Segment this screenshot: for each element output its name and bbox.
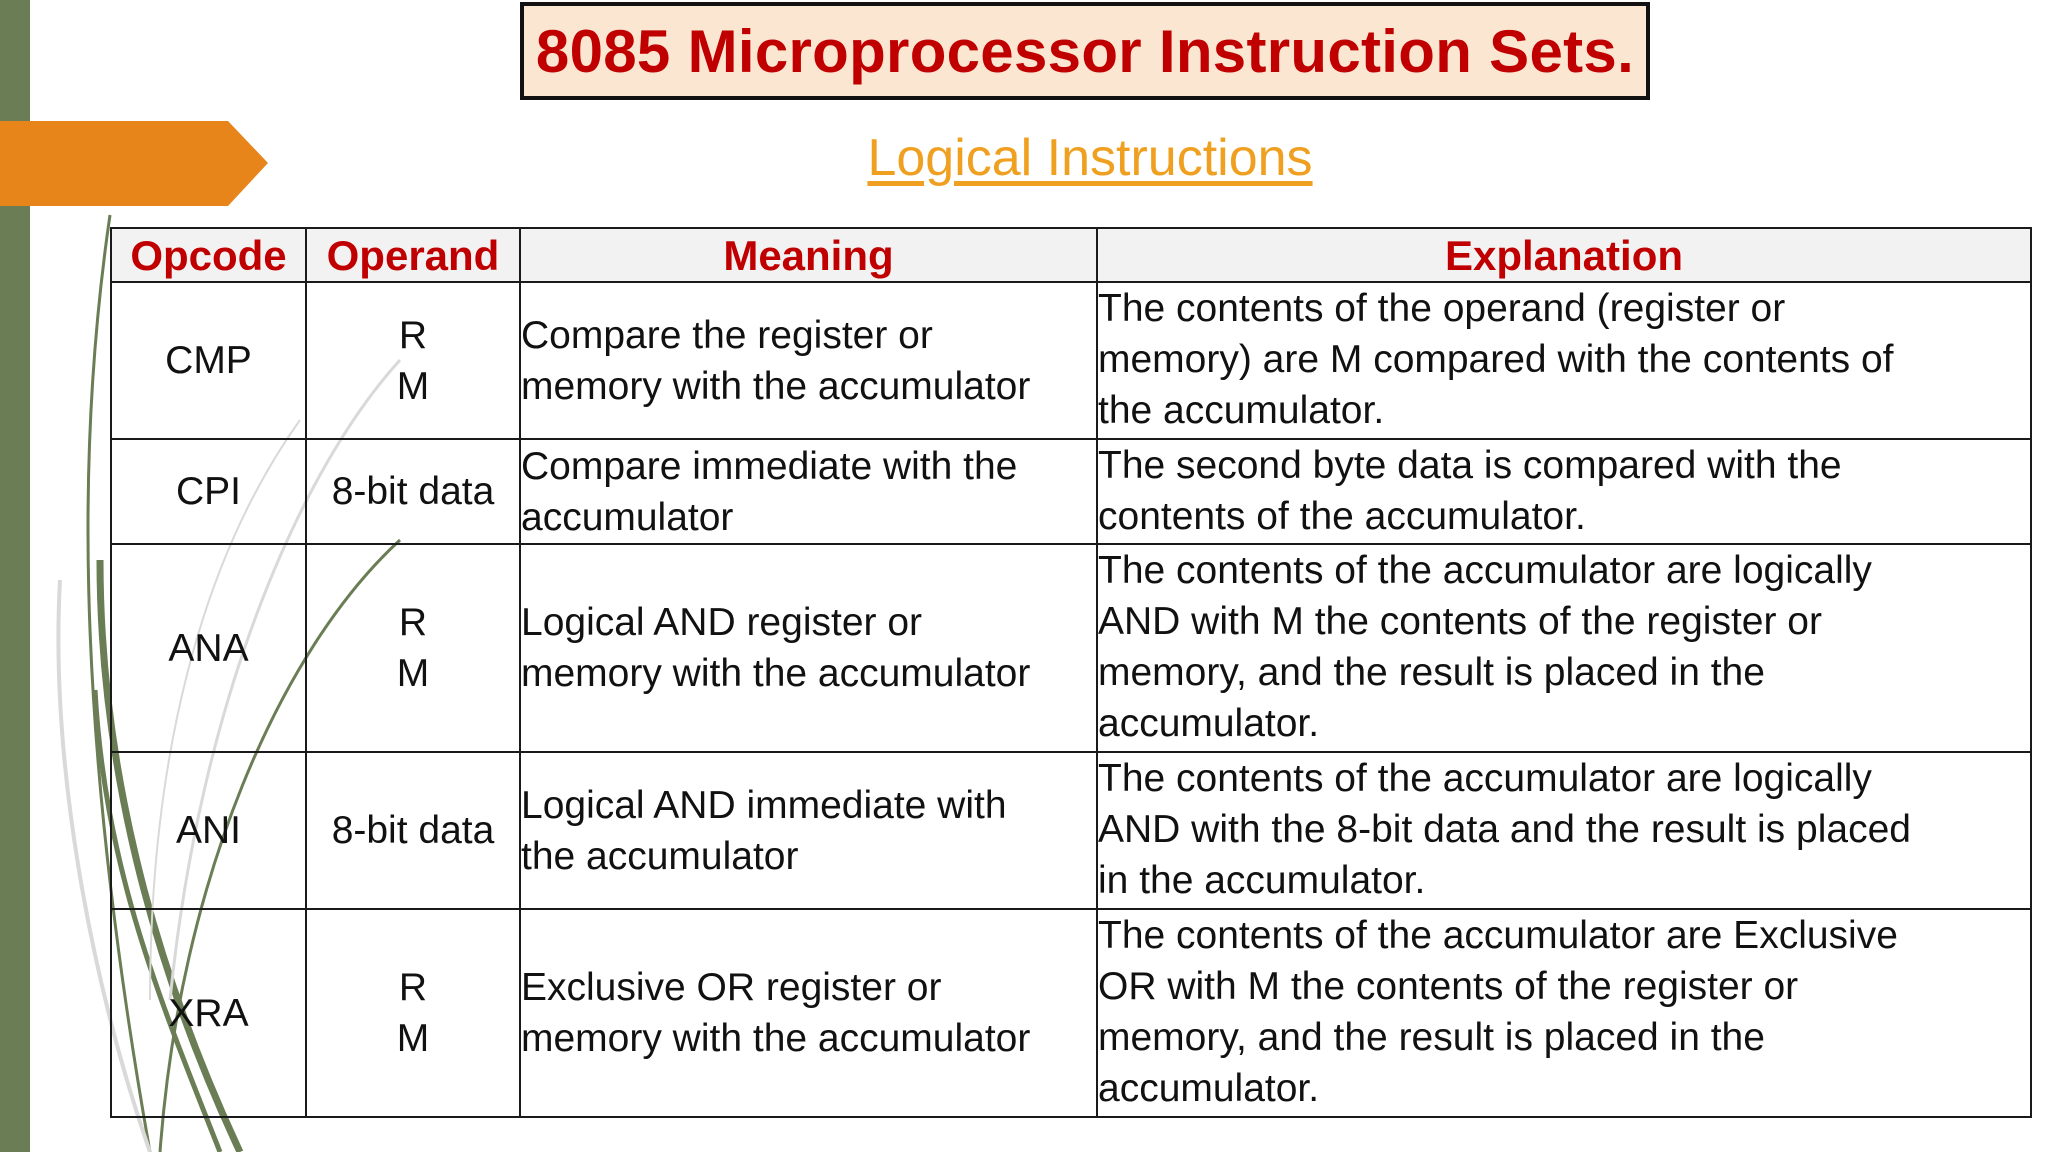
header-meaning: Meaning xyxy=(519,227,1098,283)
opcode-cell: ANI xyxy=(110,751,307,910)
operand-cell: R M xyxy=(305,281,521,440)
meaning-line: Logical AND immediate with xyxy=(521,783,1007,827)
explanation-line: accumulator. xyxy=(1098,702,1320,745)
explanation-line: AND with M the contents of the register … xyxy=(1098,600,1822,643)
operand-line: M xyxy=(396,652,430,695)
orange-arrow-shape xyxy=(0,121,268,206)
operand-cell: 8-bit data xyxy=(305,751,521,910)
table-row: CMP R M Compare the register or memory w… xyxy=(110,281,2032,440)
explanation-line: The contents of the operand (register or xyxy=(1098,287,1786,330)
explanation-cell: The contents of the operand (register or… xyxy=(1096,281,2032,440)
explanation-cell: The contents of the accumulator are Excl… xyxy=(1096,908,2032,1118)
explanation-line: OR with M the contents of the register o… xyxy=(1098,965,1799,1008)
meaning-line: Exclusive OR register or xyxy=(521,966,942,1009)
explanation-line: The contents of the accumulator are logi… xyxy=(1098,549,1872,592)
meaning-line: Compare immediate with the xyxy=(521,444,1018,488)
explanation-cell: The contents of the accumulator are logi… xyxy=(1096,751,2032,910)
explanation-line: the accumulator. xyxy=(1098,389,1385,432)
header-opcode: Opcode xyxy=(110,227,307,283)
opcode-cell: ANA xyxy=(110,543,307,753)
operand-line: R xyxy=(398,966,428,1009)
table-header-row: Opcode Operand Meaning Explanation xyxy=(110,227,2032,283)
explanation-line: memory, and the result is placed in the xyxy=(1098,1016,1765,1059)
header-operand: Operand xyxy=(305,227,521,283)
table-row: CPI 8-bit data Compare immediate with th… xyxy=(110,438,2032,545)
opcode-cell: CMP xyxy=(110,281,307,440)
table-row: ANA R M Logical AND register or memory w… xyxy=(110,543,2032,753)
table-row: XRA R M Exclusive OR register or memory … xyxy=(110,908,2032,1118)
explanation-cell: The second byte data is compared with th… xyxy=(1096,438,2032,545)
operand-line: R xyxy=(398,601,428,644)
operand-line: M xyxy=(396,1017,430,1060)
explanation-line: The contents of the accumulator are Excl… xyxy=(1098,914,1898,957)
explanation-line: accumulator. xyxy=(1098,1067,1320,1110)
opcode-cell: XRA xyxy=(110,908,307,1118)
meaning-line: memory with the accumulator xyxy=(521,364,1031,408)
section-subtitle: Logical Instructions xyxy=(867,129,1313,187)
header-explanation: Explanation xyxy=(1096,227,2032,283)
explanation-line: The second byte data is compared with th… xyxy=(1098,444,1842,487)
operand-line: R xyxy=(398,313,428,357)
explanation-line: AND with the 8-bit data and the result i… xyxy=(1098,808,1911,851)
meaning-line: the accumulator xyxy=(521,834,799,878)
meaning-cell: Logical AND register or memory with the … xyxy=(519,543,1098,753)
explanation-line: contents of the accumulator. xyxy=(1098,495,1586,538)
meaning-line: accumulator xyxy=(521,495,734,539)
operand-cell: R M xyxy=(305,543,521,753)
operand-line: 8-bit data xyxy=(331,470,495,513)
operand-line: 8-bit data xyxy=(331,809,495,852)
slide-title-box: 8085 Microprocessor Instruction Sets. xyxy=(520,2,1650,100)
operand-cell: 8-bit data xyxy=(305,438,521,545)
slide-title: 8085 Microprocessor Instruction Sets. xyxy=(535,17,1635,85)
meaning-cell: Compare the register or memory with the … xyxy=(519,281,1098,440)
explanation-line: memory) are M compared with the contents… xyxy=(1098,338,1894,381)
meaning-line: Logical AND register or xyxy=(521,601,923,644)
meaning-line: memory with the accumulator xyxy=(521,652,1031,695)
opcode-cell: CPI xyxy=(110,438,307,545)
operand-line: M xyxy=(396,364,430,408)
meaning-cell: Compare immediate with the accumulator xyxy=(519,438,1098,545)
table-row: ANI 8-bit data Logical AND immediate wit… xyxy=(110,751,2032,910)
explanation-line: in the accumulator. xyxy=(1098,859,1426,902)
operand-cell: R M xyxy=(305,908,521,1118)
explanation-cell: The contents of the accumulator are logi… xyxy=(1096,543,2032,753)
meaning-line: Compare the register or xyxy=(521,313,933,357)
meaning-cell: Logical AND immediate with the accumulat… xyxy=(519,751,1098,910)
instruction-table: Opcode Operand Meaning Explanation CMP R… xyxy=(110,227,2032,1118)
meaning-line: memory with the accumulator xyxy=(521,1017,1031,1060)
explanation-line: memory, and the result is placed in the xyxy=(1098,651,1765,694)
meaning-cell: Exclusive OR register or memory with the… xyxy=(519,908,1098,1118)
explanation-line: The contents of the accumulator are logi… xyxy=(1098,757,1872,800)
